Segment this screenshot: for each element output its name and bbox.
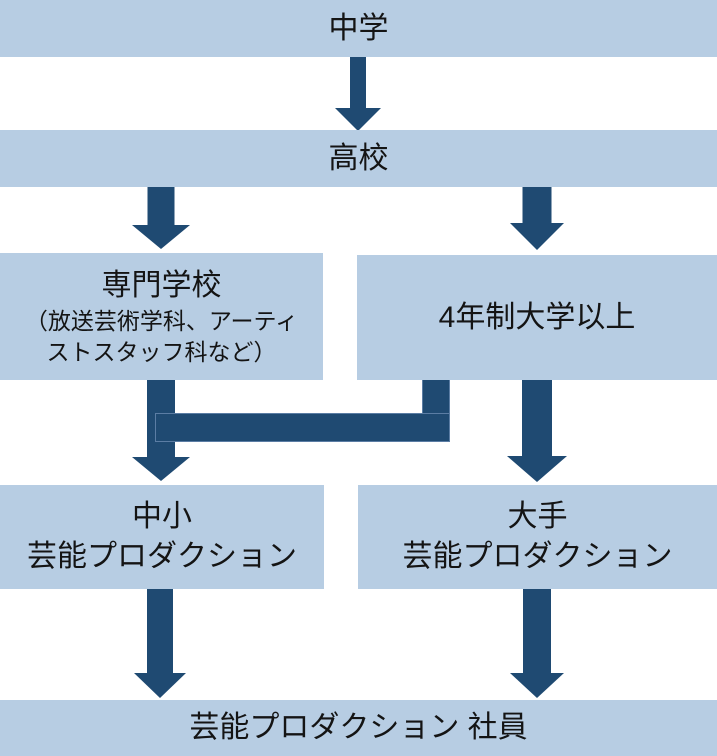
arrow-small-agency-to-employee [133,589,186,698]
university-label: 4年制大学以上 [438,300,636,334]
small-agency-line1: 中小 [132,500,192,533]
node-university: 4年制大学以上 [357,255,717,380]
node-middle-school: 中学 [0,0,717,57]
middle-school-label: 中学 [328,11,389,45]
arrow-head-icon [507,456,567,482]
connector-university-to-small-agency-vertical [422,380,450,415]
connector-university-to-small-agency-horizontal [155,413,450,442]
employee-label: 芸能プロダクション 社員 [189,711,528,744]
node-major-agency: 大手 芸能プロダクション [358,485,717,589]
arrow-head-icon [510,223,564,250]
arrow-shaft [523,589,551,673]
arrow-major-agency-to-employee [510,589,564,698]
vocational-school-note-line2: ストスタッフ科など） [46,338,277,365]
arrow-university-to-major-agency [507,380,567,482]
arrow-head-icon [334,108,381,131]
high-school-label: 高校 [328,141,389,175]
arrow-shaft [522,380,552,456]
arrow-head-icon [133,673,186,698]
arrow-shaft [146,589,173,673]
node-vocational-school: 専門学校 （放送芸術学科、アーティ ストスタッフ科など） [0,253,323,380]
node-employee: 芸能プロダクション 社員 [0,700,717,756]
arrow-middle-school-to-high-school [334,57,381,131]
arrow-shaft [349,57,366,108]
arrow-head-icon [132,225,190,249]
arrow-head-icon [132,457,190,481]
major-agency-line1: 大手 [507,500,568,533]
small-agency-line2: 芸能プロダクション [27,540,297,573]
node-high-school: 高校 [0,130,717,187]
vocational-school-title: 専門学校 [101,268,222,302]
arrow-shaft [522,187,552,223]
node-small-agency: 中小 芸能プロダクション [0,485,324,589]
arrow-high-school-to-university [510,187,564,250]
major-agency-line2: 芸能プロダクション [402,540,673,573]
arrow-head-icon [510,673,564,698]
arrow-high-school-to-vocational [132,187,190,249]
vocational-school-note-line1: （放送芸術学科、アーティ [24,307,299,334]
arrow-shaft [147,187,175,225]
